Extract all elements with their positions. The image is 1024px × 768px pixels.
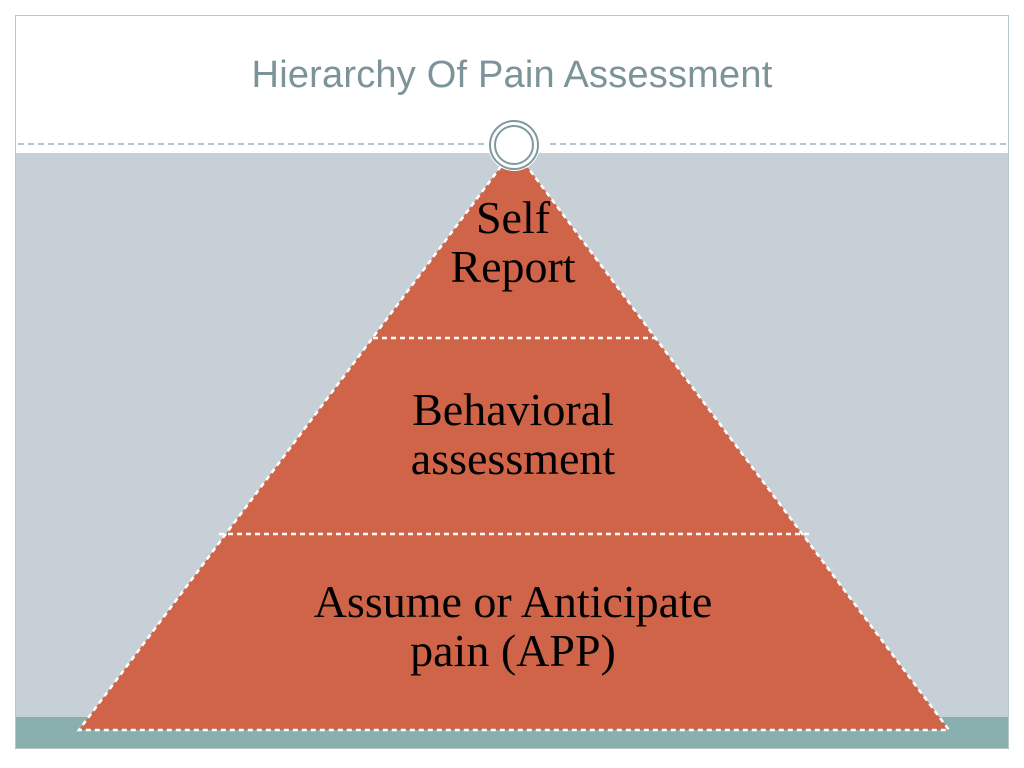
presentation-slide: Hierarchy Of Pain Assessment Self Report… xyxy=(15,15,1009,749)
circle-ring-icon xyxy=(488,119,540,171)
ring-inner-stroke xyxy=(494,125,534,165)
title-divider-right xyxy=(550,143,1006,145)
pyramid-tier-1-label: Self Report xyxy=(450,192,576,292)
pyramid-tier-3-label: Assume or Anticipate pain (APP) xyxy=(313,576,713,676)
pyramid-tier-2-label: Behavioral assessment xyxy=(410,384,616,484)
title-divider-left xyxy=(18,143,484,145)
page-title: Hierarchy Of Pain Assessment xyxy=(251,54,773,96)
slide-footer-band xyxy=(16,717,1008,748)
